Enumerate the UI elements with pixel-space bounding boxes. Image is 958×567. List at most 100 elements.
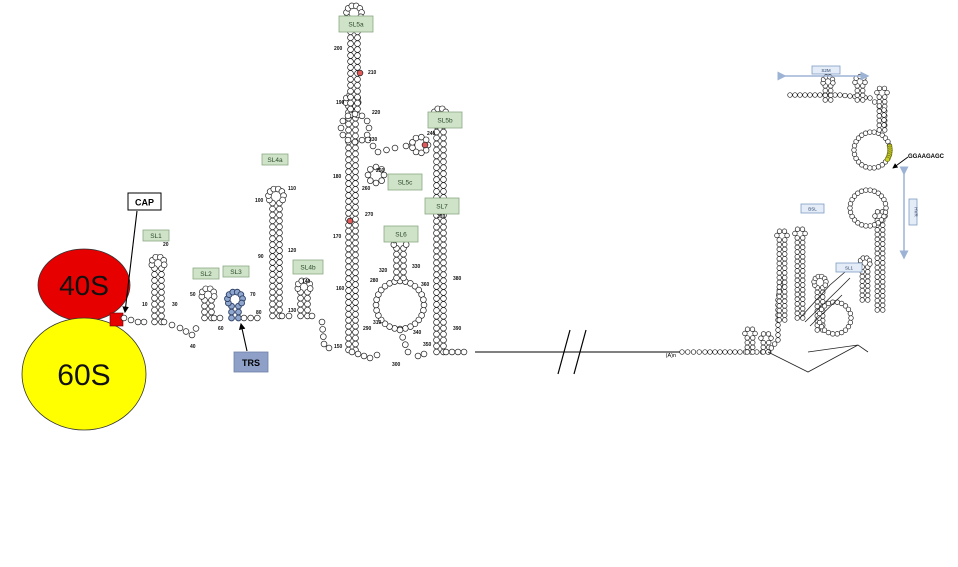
stem-loop-sl4b [294,277,314,320]
nucleotide [393,274,400,282]
s2m-label: S2M [821,68,831,73]
nucleotide [792,92,798,98]
nucleotide [151,283,158,290]
nucleotide [345,281,352,288]
nucleotide [794,291,800,298]
nucleotide [775,322,781,328]
nucleotide [354,40,361,47]
nucleotide [433,324,440,332]
nucleotide [744,335,750,341]
nucleotide [409,139,416,146]
nucleotide [306,285,314,292]
nucleotide [352,233,359,241]
nucleotide [775,332,781,338]
nucleotide [776,303,782,309]
label-sl5c: SL5c [387,173,423,191]
nucleotide [347,70,354,77]
nucleotide [807,92,813,98]
nucleotide [208,302,215,310]
nucleotide [750,344,756,350]
nucleotide [794,282,800,288]
nucleotide [347,46,354,53]
nucleotide [402,325,409,332]
s2m-label-box [811,65,841,75]
nucleotide [420,350,428,358]
nucleotide [750,335,756,341]
nucleotide [880,227,886,233]
nucleotide [794,277,800,283]
nucleotide [737,349,743,355]
nucleotide [269,277,276,284]
nucleotide [120,314,128,322]
nucleotide [440,295,447,302]
nucleotide [352,210,359,217]
nucleotide [875,164,882,170]
nucleotide [210,293,218,300]
nucleotide [345,168,352,175]
nucleotide [842,327,849,333]
nucleotide [381,282,389,290]
nucleotide [802,230,808,237]
nucleotide [882,201,889,207]
nucleotide [828,87,834,94]
nucleotide [276,247,283,254]
nucleotide [782,303,788,309]
nucleotide [352,150,359,158]
nucleotide [685,349,691,355]
nucleotide [352,204,359,211]
utr3-bsl-stem [774,228,790,323]
position-number: 190 [336,100,345,106]
utr3-hvr-loop [847,187,889,229]
nucleotide [750,349,756,355]
nucleotide [776,241,782,248]
nucleotide [380,171,388,179]
nucleotide [176,324,184,332]
nucleotide [433,289,440,296]
label-sl3-text: SL3 [230,269,242,276]
label-sl4a: SL4a [261,153,289,166]
position-number: 20 [163,242,169,248]
label-sl5b-box [427,111,463,129]
label-sl5a: SL5a [338,15,374,33]
nucleotide [352,322,359,330]
nucleotide [433,259,440,267]
nucleotide [402,142,410,150]
nucleotide [712,349,718,355]
nucleotide [345,204,352,211]
nucleotide [352,317,359,324]
label-sl3: SL3 [222,265,250,278]
nucleotide [304,294,311,302]
nucleotide [276,288,283,296]
nucleotide [742,330,748,337]
nucleotide [800,249,806,255]
nucleotide [344,136,352,144]
nucleotide [848,315,854,321]
nucleotide [883,205,889,211]
nucleotide [884,89,890,96]
nucleotide [750,339,756,346]
nucleotide [867,95,873,101]
position-number: 330 [412,264,421,270]
nucleotide [454,348,462,356]
nucleotide [433,164,440,171]
nucleotide [845,324,852,330]
trs-annotation: TRS [233,322,269,373]
nucleotide [874,231,880,238]
nucleotide [860,97,866,103]
nucleotide [874,241,880,247]
nucleotide [782,237,788,243]
nucleotide [352,180,359,187]
nucleotide [800,282,806,288]
utr3-octanucleotide-loop [851,129,893,171]
nucleotide [440,241,447,249]
nucleotide [151,300,158,308]
nucleotide [345,186,352,193]
nucleotide [351,110,359,118]
nucleotide [345,287,352,294]
nucleotide [352,168,359,175]
nucleotide [285,312,293,320]
utr3-small-hairpin-1 [742,326,758,355]
nucleotide [821,327,828,333]
nucleotide [878,217,885,223]
